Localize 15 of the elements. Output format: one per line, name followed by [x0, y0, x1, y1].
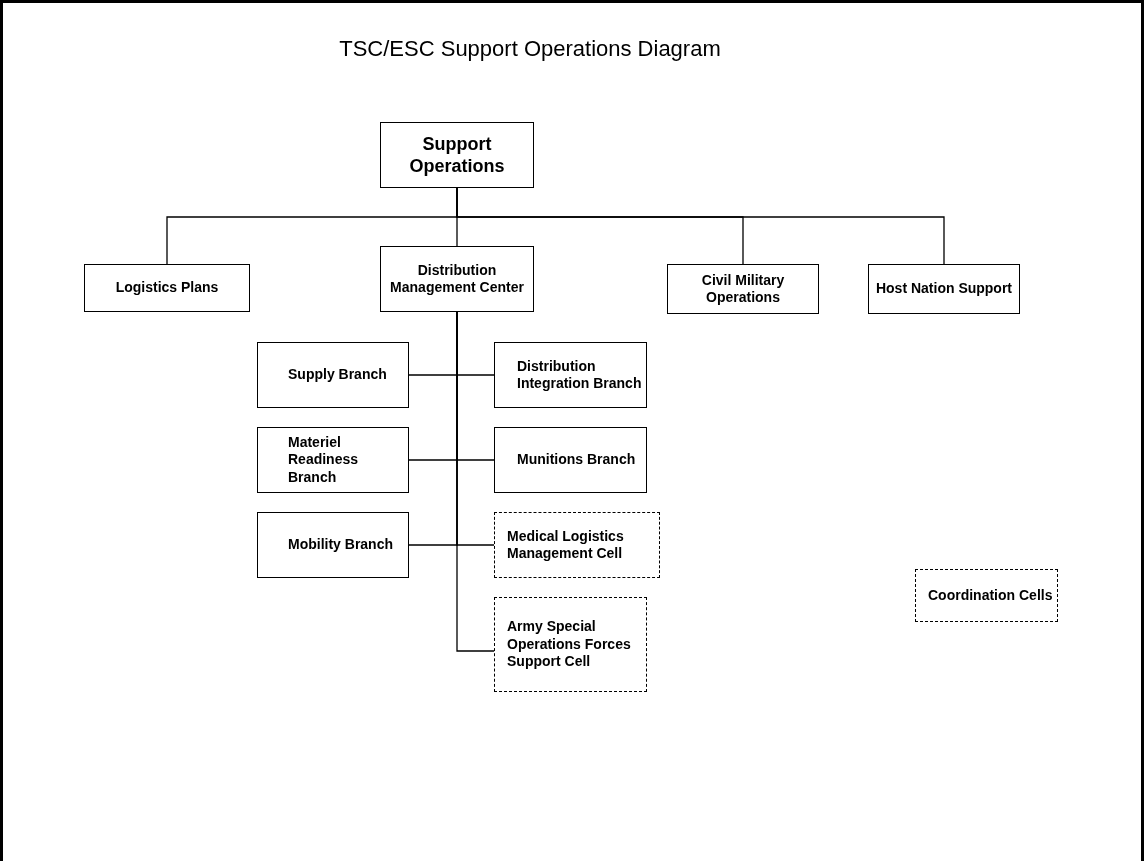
org-box: Host Nation Support — [868, 264, 1020, 314]
org-box: Support Operations — [380, 122, 534, 188]
org-box: Logistics Plans — [84, 264, 250, 312]
org-box: Munitions Branch — [494, 427, 647, 493]
org-box: Materiel Readiness Branch — [257, 427, 409, 493]
cell-box: Medical Logistics Management Cell — [494, 512, 660, 578]
org-box: Distribution Management Center — [380, 246, 534, 312]
diagram-title: TSC/ESC Support Operations Diagram — [338, 35, 722, 63]
connector-line — [456, 187, 945, 265]
cell-box: Coordination Cells — [915, 569, 1058, 622]
org-box: Distribution Integration Branch — [494, 342, 647, 408]
org-box: Supply Branch — [257, 342, 409, 408]
org-box: Mobility Branch — [257, 512, 409, 578]
org-box: Civil Military Operations — [667, 264, 819, 314]
cell-box: Army Special Operations Forces Support Cell — [494, 597, 647, 692]
